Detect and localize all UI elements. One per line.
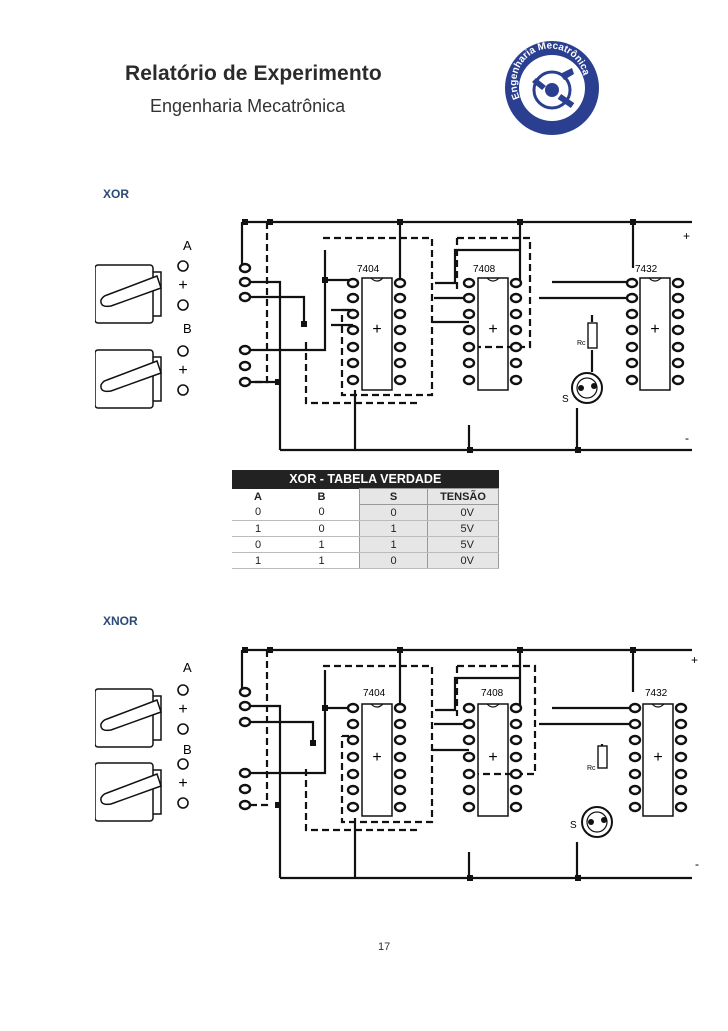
switch-b-label: B <box>183 742 192 757</box>
mechatronics-logo: Engenharia Mecatrônica <box>505 41 599 135</box>
chip-7404: + 7404 <box>346 688 407 817</box>
lamp-label: S <box>562 394 569 405</box>
truth-header-tensao: TENSÃO <box>427 488 499 505</box>
switch-a-label: A <box>183 238 192 253</box>
svg-text:+: + <box>372 749 381 766</box>
truth-header-a: A <box>254 490 262 503</box>
resistor: Rc <box>587 745 608 772</box>
section-label-xor: XOR <box>103 187 130 201</box>
resistor: Rc <box>577 322 598 349</box>
svg-text:+: + <box>488 321 497 338</box>
svg-text:+: + <box>488 749 497 766</box>
chip-7408-label: 7408 <box>473 264 496 275</box>
chip-7408-label: 7408 <box>481 688 504 699</box>
lamp: S <box>562 372 603 405</box>
chip-7404-label: 7404 <box>363 688 386 699</box>
svg-text:+: + <box>178 775 187 792</box>
xor-circuit-diagram: + + A B + 7404 + 7408 + 7432 <box>95 219 692 453</box>
rail-plus-label: + <box>683 229 690 243</box>
resistor-label: Rc <box>577 340 586 347</box>
chip-7432: + 7432 <box>625 264 685 391</box>
chip-7408: + 7408 <box>462 264 523 391</box>
svg-text:+: + <box>178 277 187 294</box>
truth-header-s: S <box>359 488 428 505</box>
lamp-label: S <box>570 820 577 831</box>
truth-table-title: XOR - TABELA VERDADE <box>232 470 499 489</box>
chip-7408: + 7408 <box>462 688 523 817</box>
svg-text:+: + <box>650 321 659 338</box>
svg-text:+: + <box>178 362 187 379</box>
page-number: 17 <box>378 941 391 953</box>
chip-7432-label: 7432 <box>635 264 658 275</box>
lamp: S <box>570 806 613 838</box>
rail-minus-label: - <box>695 857 699 871</box>
svg-text:+: + <box>653 749 662 766</box>
xnor-circuit-diagram: + + A B + 7404 + 7408 + 7432 <box>95 647 699 881</box>
chip-7432: + 7432 <box>628 688 688 817</box>
chip-7404: + 7404 <box>346 264 407 391</box>
report-subtitle: Engenharia Mecatrônica <box>150 96 346 116</box>
report-title: Relatório de Experimento <box>125 62 382 85</box>
rail-minus-label: - <box>685 431 689 445</box>
svg-text:+: + <box>178 701 187 718</box>
chip-7432-label: 7432 <box>645 688 668 699</box>
switch-a-label: A <box>183 660 192 675</box>
chip-7404-label: 7404 <box>357 264 380 275</box>
resistor-label: Rc <box>587 765 596 772</box>
rail-plus-label: + <box>691 653 698 667</box>
section-label-xnor: XNOR <box>103 614 138 628</box>
svg-text:+: + <box>372 321 381 338</box>
truth-header-b: B <box>317 490 326 503</box>
switch-b-label: B <box>183 321 192 336</box>
